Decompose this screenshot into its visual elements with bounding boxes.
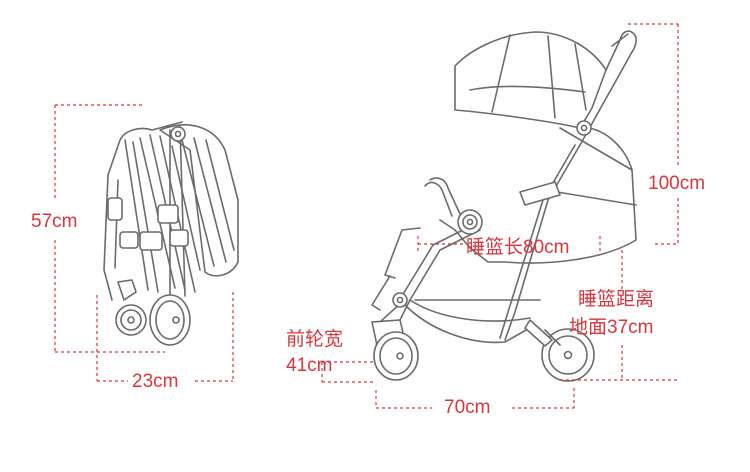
front-wheel-width-dimension [321,361,374,383]
folded-width-label: 23cm [132,371,179,392]
folded-height-label: 57cm [31,211,78,232]
folded-stroller-drawing [103,121,239,346]
open-height-dimension [628,23,679,245]
total-height-label: 100cm [648,173,706,194]
open-stroller-drawing [371,30,637,382]
basket-length-label: 睡篮长80cm [466,237,570,258]
length-label: 70cm [444,397,491,418]
basket-length-dimension [417,236,601,252]
front-wheel-label-line1: 前轮宽 [286,329,344,350]
basket-ground-label-line1: 睡篮距离 [578,289,655,310]
folded-width-dimension [96,292,234,382]
folded-height-dimension [54,104,165,353]
basket-ground-label-line2: 地面37cm [569,317,654,338]
length-dimension [375,388,575,409]
basket-ground-dimension [560,250,680,381]
front-wheel-label-line2: 41cm [286,355,333,376]
